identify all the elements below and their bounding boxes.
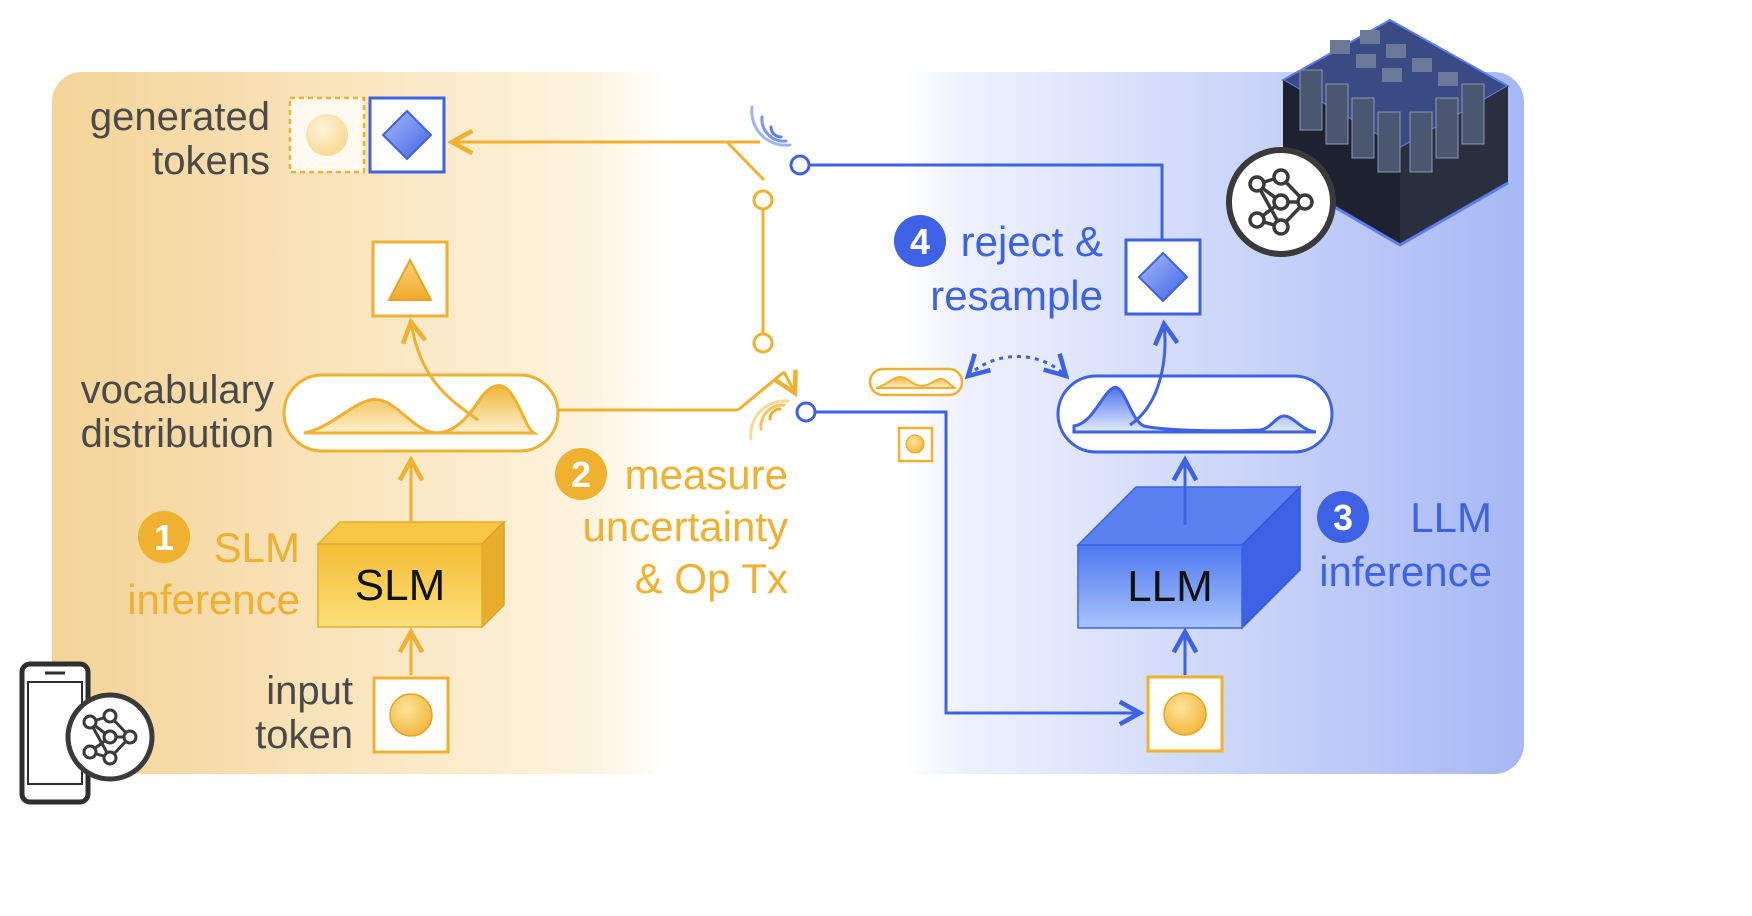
sample-arrow-slm: [411, 322, 479, 422]
step3-badge: [1317, 491, 1369, 543]
bottom-switch-lever-arrow: [784, 372, 795, 393]
offload-line: [815, 410, 1140, 713]
input-label-line1: input: [266, 669, 353, 713]
step1-number: 1: [154, 517, 174, 558]
sample-arrow-llm: [1129, 324, 1165, 427]
switch-node-a: [752, 189, 774, 211]
step3-line1: LLM: [1410, 494, 1492, 541]
switch-node-b: [752, 332, 774, 354]
step2-badge: [555, 448, 607, 500]
llm-input-token-circle: [1163, 692, 1207, 736]
slm-box-label: SLM: [355, 561, 445, 610]
triangle-token-icon: [387, 257, 433, 301]
step2-line3: & Op Tx: [635, 555, 788, 602]
switch-node-blue-bottom: [795, 401, 817, 423]
step3-line2: inference: [1319, 548, 1492, 595]
mini-distribution-curve: [875, 375, 957, 389]
vocabulary-label-line2: distribution: [81, 412, 274, 456]
step4-number: 4: [910, 221, 930, 262]
step2-line2: uncertainty: [583, 503, 788, 550]
step1-badge: [138, 511, 190, 563]
top-switch-lever: [725, 140, 766, 182]
step4-line1: reject &: [961, 218, 1103, 265]
resample-return-line: [809, 163, 1164, 240]
input-token-box: [372, 676, 450, 754]
input-token-circle: [389, 693, 433, 737]
step4-badge: [894, 215, 946, 267]
step1-line2: inference: [127, 576, 300, 623]
resampled-diamond-icon: [1137, 251, 1189, 303]
step3-number: 3: [1333, 497, 1353, 538]
step1-line1: SLM: [214, 524, 300, 571]
vocabulary-label-line1: vocabulary: [81, 368, 274, 412]
generated-label-line2: tokens: [152, 139, 270, 183]
server-rack-icon: [1280, 18, 1511, 247]
input-label-line2: token: [255, 713, 353, 757]
slm-model-box: SLM: [316, 520, 506, 629]
triangle-token-box: [371, 240, 449, 318]
step2-number: 2: [571, 454, 591, 495]
neural-network-icon-device: [65, 692, 155, 782]
compare-dotted-arrow: [968, 357, 1066, 377]
neural-network-icon-server: [1226, 147, 1336, 257]
step4-line2: resample: [930, 272, 1103, 319]
mini-token-circle: [905, 434, 925, 454]
switch-node-blue-top: [789, 154, 811, 176]
generated-label-line1: generated: [90, 95, 270, 139]
diamond-token-icon: [381, 109, 433, 161]
wireless-signal-icon-bottom: [749, 399, 790, 441]
llm-box-label: LLM: [1127, 562, 1213, 611]
slm-distribution-curve: [303, 384, 540, 435]
pale-token-circle: [306, 114, 348, 156]
step2-line1: measure: [625, 451, 788, 498]
smartphone-icon: [19, 661, 91, 805]
wireless-signal-icon-top: [750, 105, 792, 147]
llm-model-box: LLM: [1076, 485, 1302, 630]
